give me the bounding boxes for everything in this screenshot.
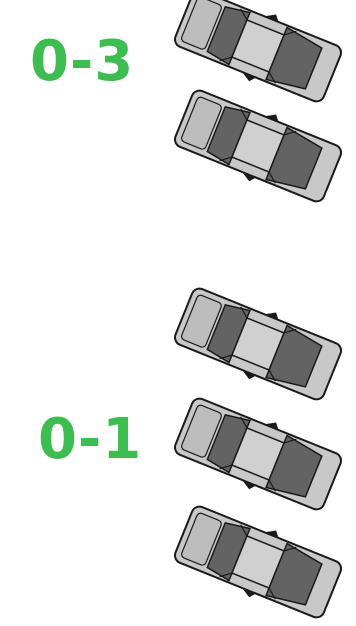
car-icon — [160, 498, 356, 626]
score-top: 0-3 — [30, 34, 134, 90]
car-icon — [160, 82, 356, 210]
car-icon — [160, 280, 356, 408]
score-bottom: 0-1 — [38, 412, 142, 468]
